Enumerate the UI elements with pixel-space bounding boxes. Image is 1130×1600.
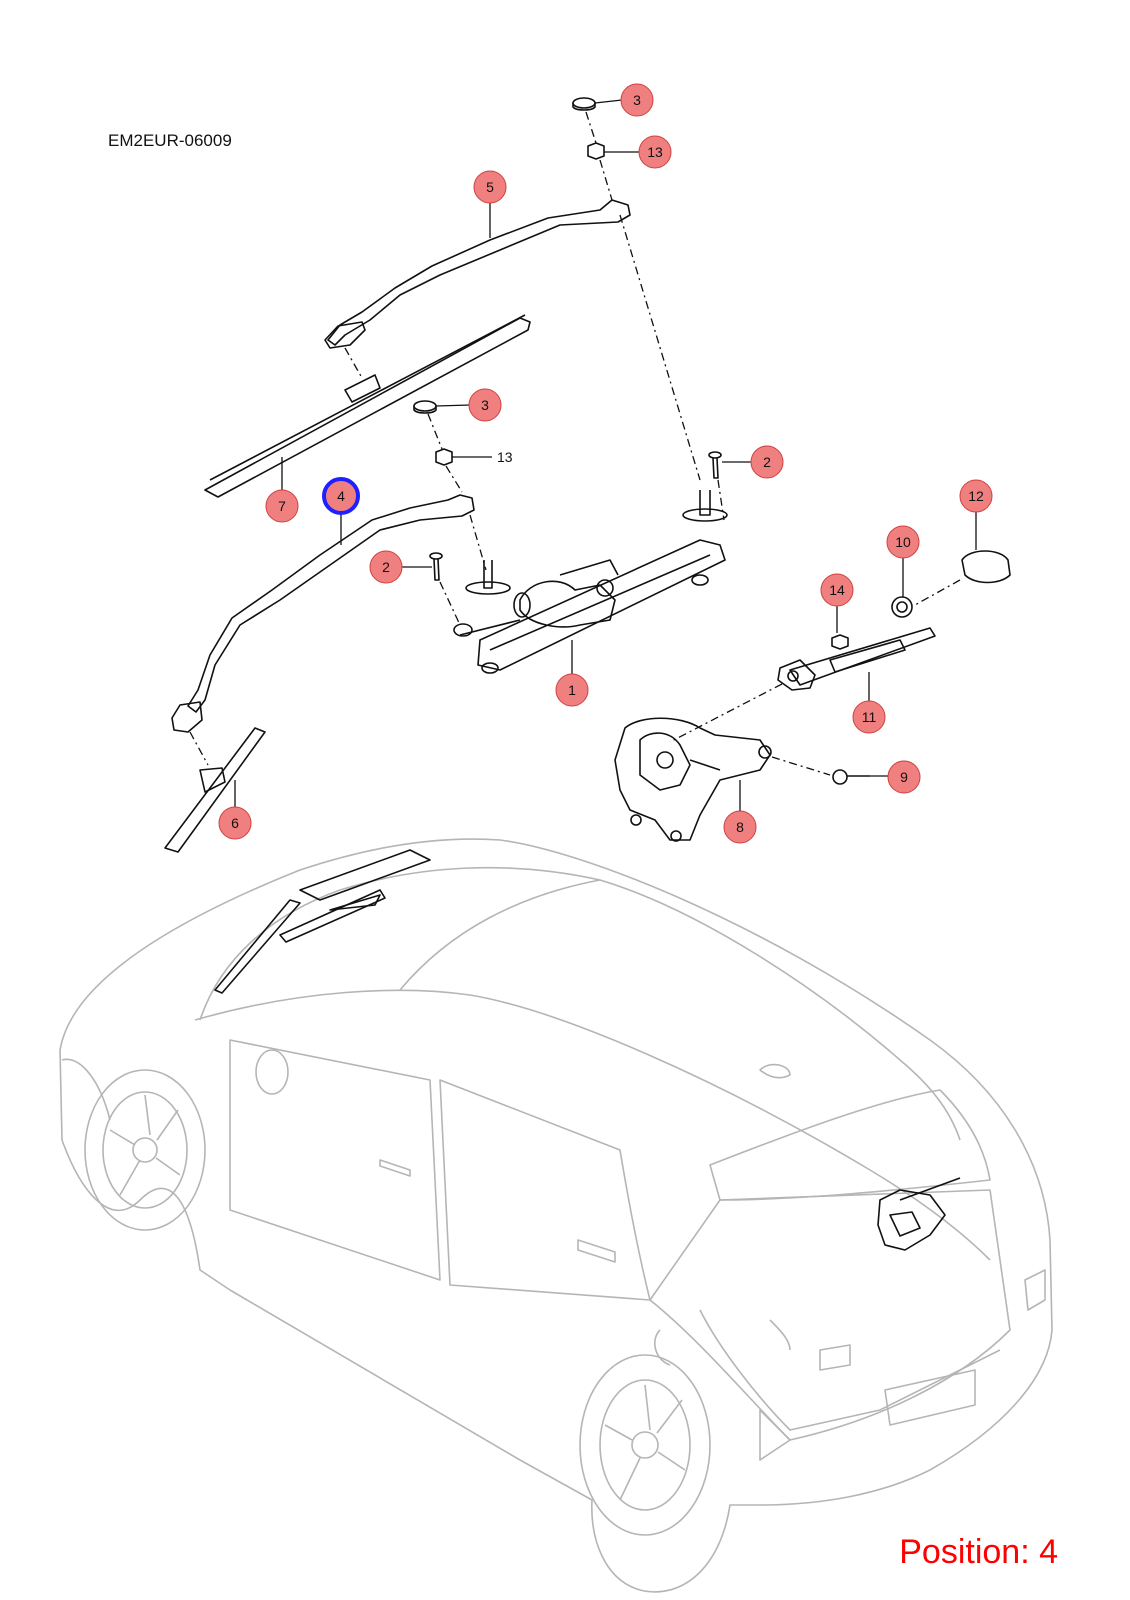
callout-3-mid[interactable]: 3 <box>468 388 502 422</box>
callout-6[interactable]: 6 <box>218 806 252 840</box>
callout-9[interactable]: 9 <box>887 760 921 794</box>
svg-text:9: 9 <box>900 769 908 785</box>
callout-14[interactable]: 14 <box>820 573 854 607</box>
svg-text:5: 5 <box>486 179 494 195</box>
svg-text:8: 8 <box>736 819 744 835</box>
bolt-2-left <box>429 552 443 581</box>
wiper-blade-6 <box>164 727 266 853</box>
svg-text:11: 11 <box>862 709 877 725</box>
svg-text:3: 3 <box>633 92 641 108</box>
svg-text:13: 13 <box>647 144 663 160</box>
car-outline <box>59 838 1053 1593</box>
wiper-blade-7 <box>204 314 531 498</box>
svg-text:2: 2 <box>763 454 771 470</box>
svg-text:14: 14 <box>829 582 845 598</box>
cap-3-mid <box>413 400 437 414</box>
wiper-arm-5 <box>324 199 631 349</box>
callout-11[interactable]: 11 <box>852 700 886 734</box>
svg-text:7: 7 <box>278 498 286 514</box>
svg-text:12: 12 <box>968 488 984 504</box>
wiper-arm-4 <box>171 494 475 733</box>
nut-13-top <box>587 142 605 160</box>
callout-8[interactable]: 8 <box>723 810 757 844</box>
nut-14 <box>831 634 849 650</box>
callout-2-left[interactable]: 2 <box>369 550 403 584</box>
nut-13-mid <box>435 448 453 466</box>
car-front-wiper-mark <box>214 849 431 994</box>
rear-wiper-arm-11 <box>777 627 936 691</box>
bolt-9 <box>832 769 870 785</box>
callout-3-top[interactable]: 3 <box>620 83 654 117</box>
callout-13-top[interactable]: 13 <box>638 135 672 169</box>
callout-10[interactable]: 10 <box>886 525 920 559</box>
svg-text:6: 6 <box>231 815 239 831</box>
leader-lines <box>234 99 977 812</box>
svg-text:3: 3 <box>481 397 489 413</box>
svg-text:4: 4 <box>337 488 345 504</box>
diagram-code: EM2EUR-06009 <box>108 131 232 150</box>
callout-12[interactable]: 12 <box>959 479 993 513</box>
rear-wiper-motor-8 <box>614 717 772 842</box>
car-rear-wiper-mark <box>877 1177 961 1251</box>
rear-cap-12 <box>961 550 1011 584</box>
callout-13-mid[interactable]: 13 <box>497 449 513 465</box>
position-label: Position: 4 <box>899 1533 1058 1571</box>
callout-5[interactable]: 5 <box>473 170 507 204</box>
bolt-2-right <box>708 451 722 479</box>
svg-text:13: 13 <box>497 449 513 465</box>
cap-3-top <box>572 97 596 111</box>
svg-text:1: 1 <box>568 682 576 698</box>
svg-text:10: 10 <box>895 534 911 550</box>
seal-nut-10 <box>891 596 913 618</box>
wiper-linkage-1 <box>453 490 728 674</box>
callout-4[interactable]: 4 <box>322 477 360 515</box>
svg-text:2: 2 <box>382 559 390 575</box>
callout-1[interactable]: 1 <box>555 673 589 707</box>
callout-2-right[interactable]: 2 <box>750 445 784 479</box>
callout-7[interactable]: 7 <box>265 489 299 523</box>
